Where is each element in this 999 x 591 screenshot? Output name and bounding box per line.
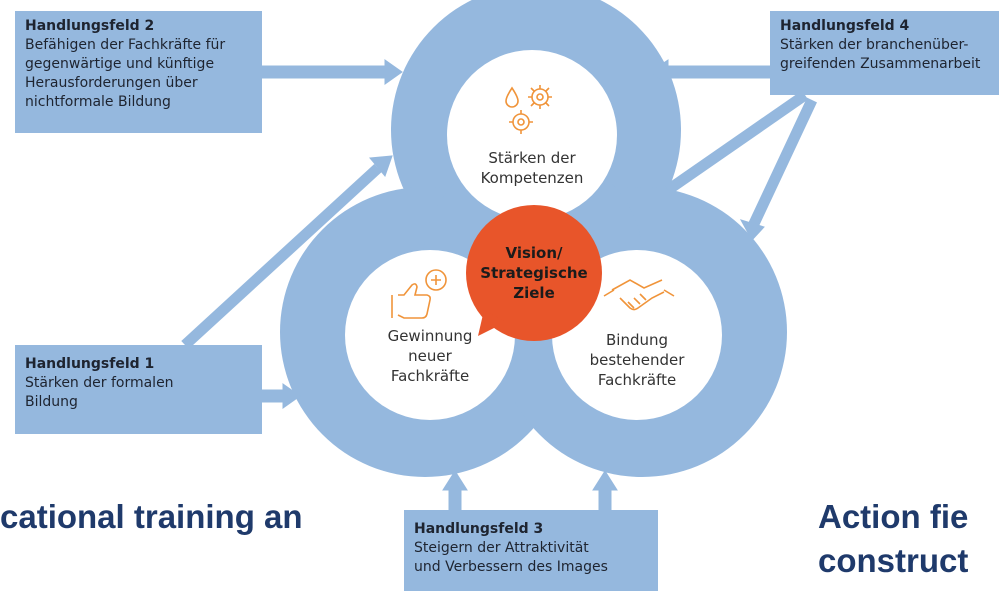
thumbs-up-plus-icon [391, 269, 447, 319]
action-field-2-title: Handlungsfeld 2 [25, 18, 155, 34]
circle-right-line-3: Fachkräfte [597, 371, 677, 389]
circle-left-line-2: neuer [408, 347, 452, 365]
vision-line-1: Vision/ [505, 244, 563, 262]
action-field-2-line-1: Befähigen der Fachkräfte für [25, 37, 226, 53]
action-field-3-line-1: Steigern der Attraktivität [414, 540, 589, 556]
circle-left-line-1: Gewinnung [387, 327, 473, 345]
action-field-1-line-1: Stärken der formalen [25, 375, 174, 391]
action-field-3-line-2: und Verbessern des Images [414, 559, 608, 575]
action-field-3-title: Handlungsfeld 3 [414, 521, 544, 537]
circle-left-label: Gewinnung neuer Fachkräfte [355, 326, 505, 386]
handshake-icon [603, 279, 675, 311]
vision-circle [466, 205, 602, 341]
action-field-1-title: Handlungsfeld 1 [25, 356, 155, 372]
action-field-2-line-4: nichtformale Bildung [25, 94, 171, 110]
action-field-3-box: Handlungsfeld 3 Steigern der Attraktivit… [404, 510, 658, 591]
background-text-right-1: Action fie [818, 498, 969, 535]
vision-line-2: Strategische [480, 264, 588, 282]
circle-right-label: Bindung bestehender Fachkräfte [562, 330, 712, 390]
gears-drop-icon [505, 85, 552, 134]
action-field-2-line-3: Herausforderungen über [25, 75, 198, 91]
circle-top-line-1: Stärken der [488, 149, 576, 167]
circle-right-line-1: Bindung [605, 331, 669, 349]
circle-left-line-3: Fachkräfte [390, 367, 470, 385]
action-field-1-line-2: Bildung [25, 394, 78, 410]
circle-right-line-2: bestehender [589, 351, 685, 369]
background-text-right-2: construct [818, 542, 969, 579]
vision-label: Vision/ Strategische Ziele [466, 243, 602, 303]
action-field-4-line-1: Stärken der branchenüber- [780, 37, 969, 53]
circle-top-line-2: Kompetenzen [480, 169, 584, 187]
action-field-4-title: Handlungsfeld 4 [780, 18, 910, 34]
arrows [181, 59, 817, 510]
background-text-left: cational training an [0, 498, 303, 535]
vision-line-3: Ziele [513, 284, 555, 302]
action-field-2-line-2: gegenwärtige und künftige [25, 56, 215, 72]
circle-top-label: Stärken der Kompetenzen [457, 148, 607, 188]
action-field-1-box: Handlungsfeld 1 Stärken der formalen Bil… [15, 345, 262, 434]
action-field-4-box: Handlungsfeld 4 Stärken der branchenüber… [770, 11, 999, 95]
vision-pointer [478, 310, 506, 336]
action-field-4-line-2: greifenden Zusammenarbeit [780, 56, 981, 72]
action-field-2-box: Handlungsfeld 2 Befähigen der Fachkräfte… [15, 11, 262, 133]
